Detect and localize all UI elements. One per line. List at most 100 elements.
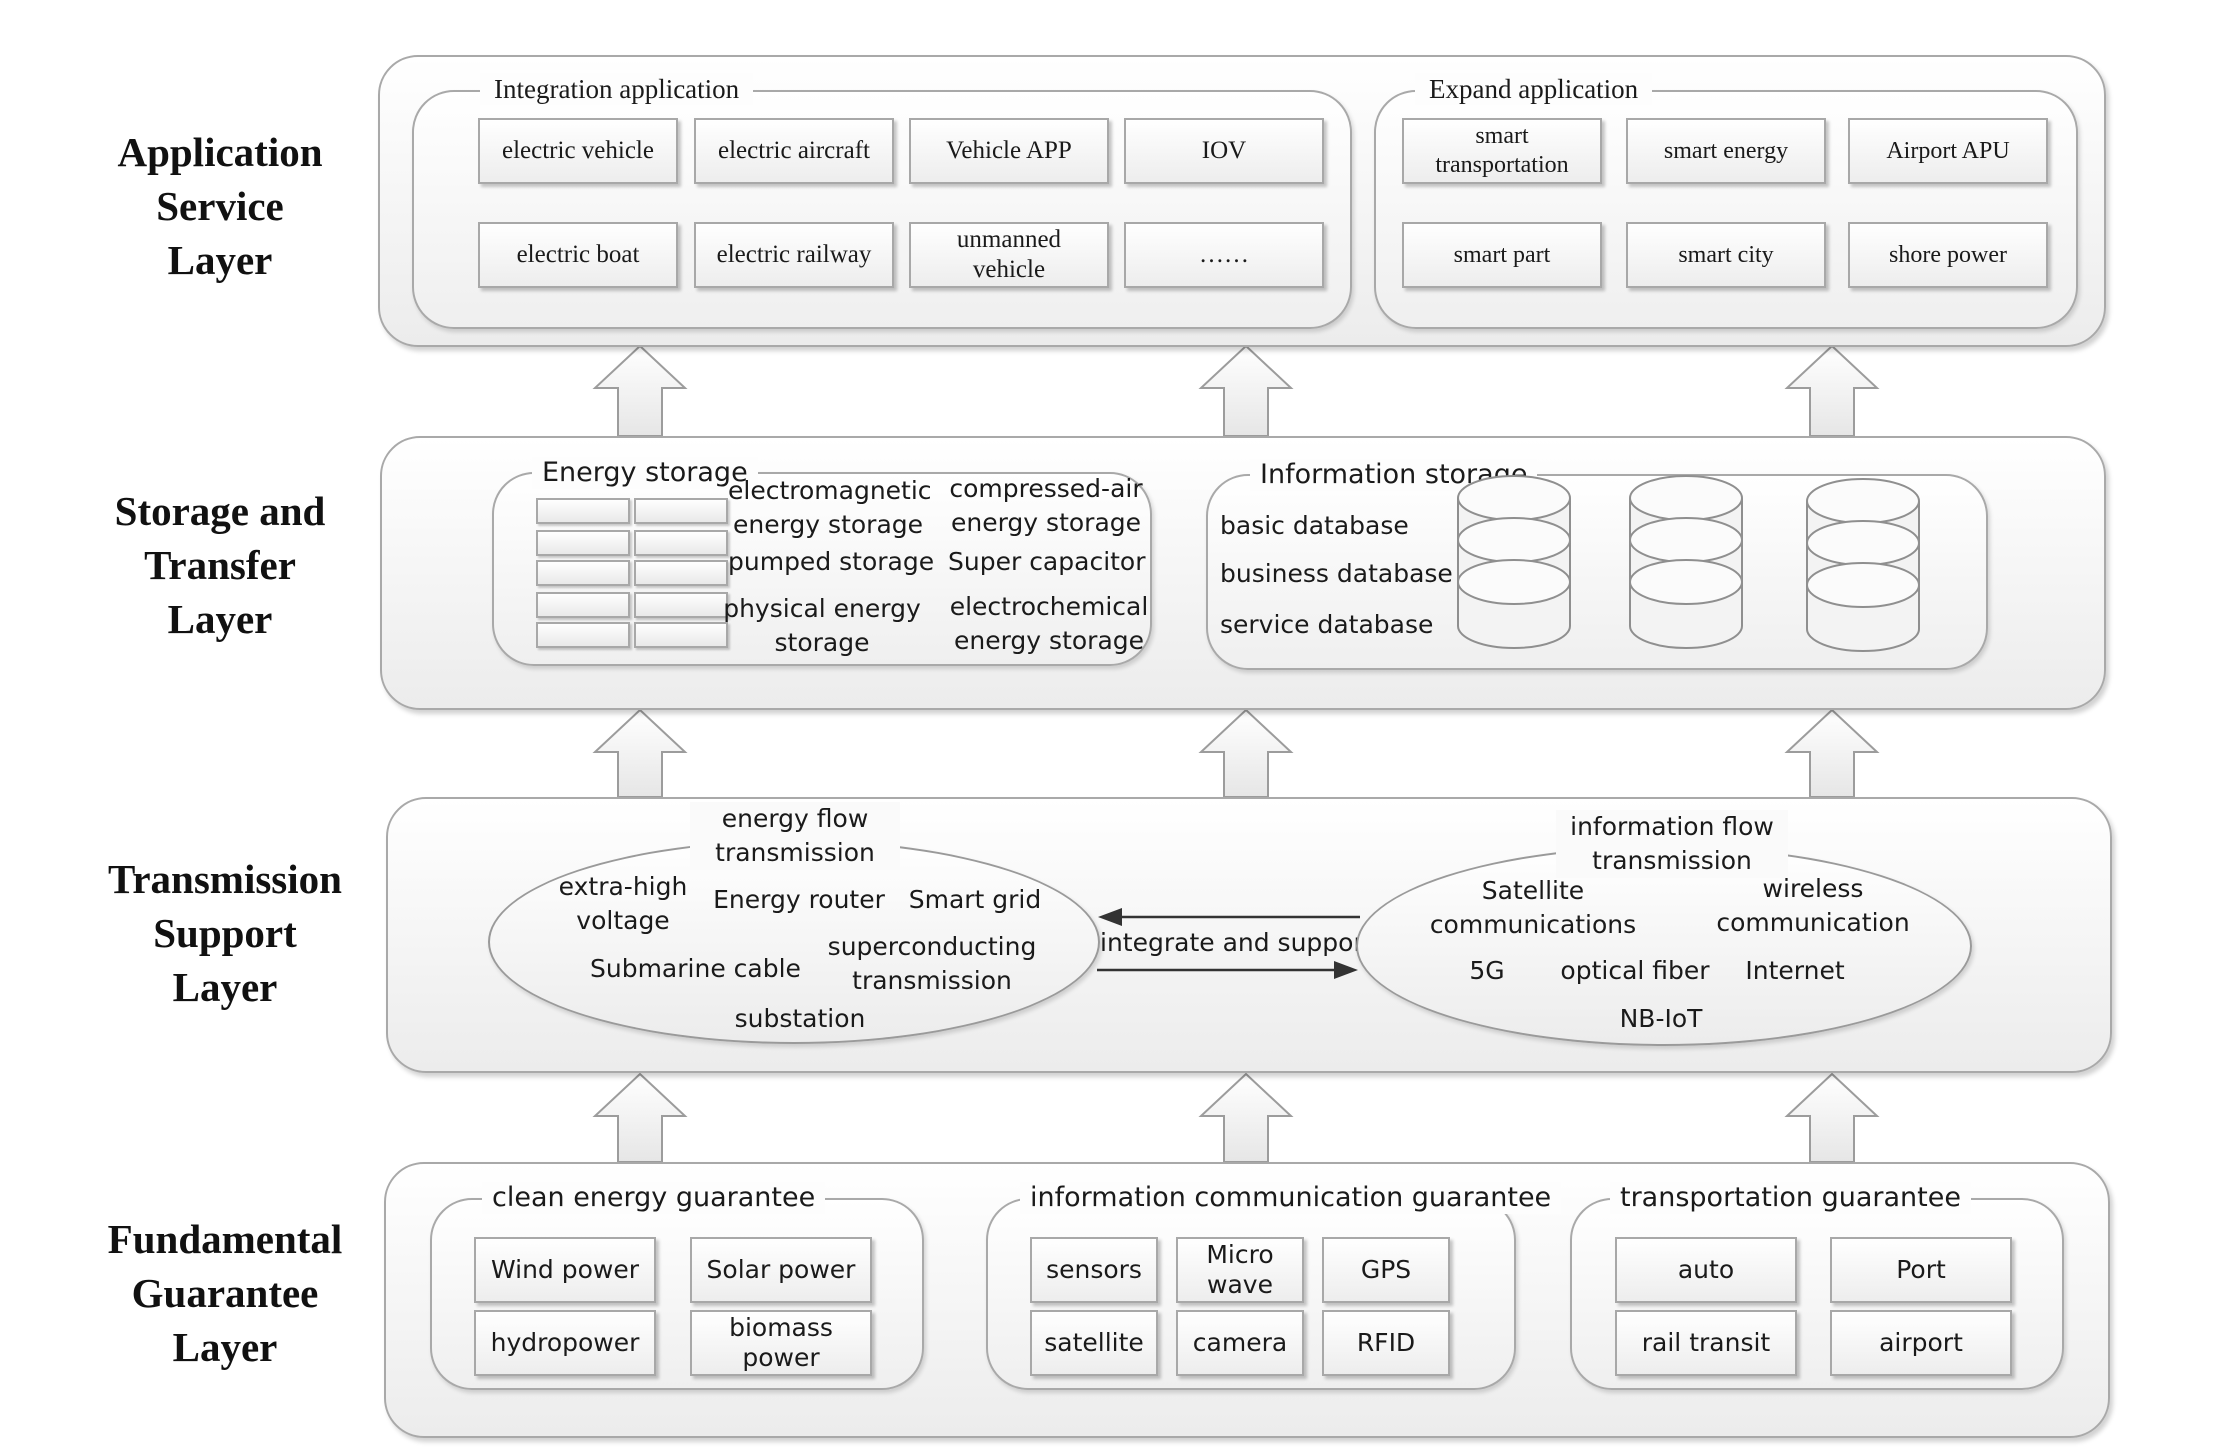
transportation-box: Port <box>1830 1237 2012 1303</box>
expand-app-box-label: smart transportation <box>1435 123 1569 178</box>
database-label: basic database <box>1220 511 1409 540</box>
integration-app-box-label: electric aircraft <box>718 137 870 164</box>
information-flow-ellipse <box>1356 846 1972 1046</box>
information-flow-title: information flow transmission <box>1556 810 1788 878</box>
integration-app-box-label: electric boat <box>516 241 640 268</box>
label-line: Guarantee <box>131 1270 319 1316</box>
info-comm-box: RFID <box>1322 1310 1450 1376</box>
transportation-box: auto <box>1615 1237 1797 1303</box>
energy-flow-item: Energy router <box>713 885 885 914</box>
integration-app-box: electric boat <box>478 222 678 288</box>
information-communication-title: information communication guarantee <box>1020 1182 1562 1214</box>
transportation-box-label: auto <box>1677 1255 1735 1284</box>
info-comm-box-label: sensors <box>1046 1255 1142 1284</box>
transportation-box: rail transit <box>1615 1310 1797 1376</box>
clean-energy-title: clean energy guarantee <box>482 1182 826 1214</box>
info-comm-box: camera <box>1176 1310 1304 1376</box>
layer-label-transmission: Transmission Support Layer <box>60 852 390 1014</box>
label-line: Storage and <box>114 488 326 534</box>
expand-app-box-label: smart city <box>1678 241 1774 268</box>
integration-app-box-label: unmanned vehicle <box>956 226 1062 283</box>
energy-flow-title: energy flow transmission <box>690 802 900 870</box>
layer-label-fundamental: Fundamental Guarantee Layer <box>60 1212 390 1374</box>
expand-app-box-label: smart energy <box>1663 137 1789 164</box>
label-line: Layer <box>167 237 273 283</box>
information-flow-item: optical fiber <box>1560 956 1710 985</box>
shelf-block <box>634 622 728 648</box>
expand-app-box-label: smart part <box>1453 241 1551 268</box>
label-line: Application <box>117 129 323 175</box>
database-label: business database <box>1220 559 1453 588</box>
info-comm-box-label: camera <box>1192 1328 1288 1357</box>
label-line: Service <box>156 183 284 229</box>
clean-energy-box: Solar power <box>690 1237 872 1303</box>
shelf-block <box>536 498 630 524</box>
label-line: Transmission <box>108 856 342 902</box>
label-line: Layer <box>172 964 278 1010</box>
energy-storage-item: electromagnetic energy storage <box>728 476 932 539</box>
shelf-block <box>536 530 630 556</box>
info-comm-box: GPS <box>1322 1237 1450 1303</box>
transportation-box-label: airport <box>1879 1328 1963 1357</box>
info-comm-box-label: GPS <box>1360 1255 1412 1284</box>
integration-app-box: …… <box>1124 222 1324 288</box>
shelf-block <box>634 592 728 618</box>
integration-app-box-label: …… <box>1199 241 1249 268</box>
database-disk <box>1457 559 1571 605</box>
database-disk <box>1806 562 1920 608</box>
shelf-block <box>536 560 630 586</box>
shelf-block <box>634 498 728 524</box>
expand-application-title: Expand application <box>1415 73 1653 105</box>
integration-app-box: unmanned vehicle <box>909 222 1109 288</box>
info-comm-box: Micro wave <box>1176 1237 1304 1303</box>
info-comm-box-label: satellite <box>1044 1328 1144 1357</box>
integration-app-box-label: electric vehicle <box>502 137 654 164</box>
clean-energy-box-label: hydropower <box>490 1328 640 1357</box>
expand-app-box: smart city <box>1626 222 1826 288</box>
clean-energy-box-label: biomass power <box>729 1313 833 1372</box>
clean-energy-box-label: Wind power <box>490 1255 640 1284</box>
energy-storage-item: pumped storage <box>728 547 935 576</box>
information-flow-item: NB-IoT <box>1619 1004 1703 1033</box>
energy-flow-item: substation <box>734 1004 866 1033</box>
energy-storage-item: electrochemical energy storage <box>949 592 1149 655</box>
clean-energy-box: hydropower <box>474 1310 656 1376</box>
label-line: Transfer <box>144 542 296 588</box>
integration-app-box: IOV <box>1124 118 1324 184</box>
expand-app-box: Airport APU <box>1848 118 2048 184</box>
energy-storage-item: compressed-air energy storage <box>949 474 1143 537</box>
information-flow-item: wireless communication <box>1716 874 1910 937</box>
layer-label-storage: Storage and Transfer Layer <box>55 484 385 646</box>
label-line: Layer <box>172 1324 278 1370</box>
energy-flow-item: extra-high voltage <box>558 872 688 935</box>
energy-flow-item: Smart grid <box>908 885 1042 914</box>
info-comm-box: satellite <box>1030 1310 1158 1376</box>
energy-storage-item: physical energy storage <box>723 594 921 657</box>
shelf-block <box>536 592 630 618</box>
energy-storage-item: Super capacitor <box>948 547 1146 576</box>
energy-flow-item: Submarine cable <box>590 954 801 983</box>
integration-app-box-label: IOV <box>1201 137 1247 164</box>
information-flow-item: Internet <box>1745 956 1845 985</box>
shelf-block <box>634 530 728 556</box>
transportation-box-label: rail transit <box>1641 1328 1771 1357</box>
energy-flow-item: superconducting transmission <box>827 932 1037 995</box>
integration-app-box-label: Vehicle APP <box>946 137 1072 164</box>
integration-app-box: electric vehicle <box>478 118 678 184</box>
integration-application-title: Integration application <box>480 73 754 105</box>
label-line: Support <box>153 910 297 956</box>
integration-app-box: electric aircraft <box>694 118 894 184</box>
integration-app-box: Vehicle APP <box>909 118 1109 184</box>
label-line: Fundamental <box>107 1216 343 1262</box>
integration-app-box-label: electric railway <box>716 241 872 268</box>
clean-energy-box: biomass power <box>690 1310 872 1376</box>
info-comm-box-label: Micro wave <box>1206 1240 1274 1299</box>
layer-label-application: Application Service Layer <box>55 125 385 287</box>
expand-app-box: shore power <box>1848 222 2048 288</box>
clean-energy-box-label: Solar power <box>706 1255 856 1284</box>
label-line: Layer <box>167 596 273 642</box>
info-comm-box: sensors <box>1030 1237 1158 1303</box>
transportation-box-label: Port <box>1896 1255 1946 1284</box>
database-disk <box>1629 559 1743 605</box>
